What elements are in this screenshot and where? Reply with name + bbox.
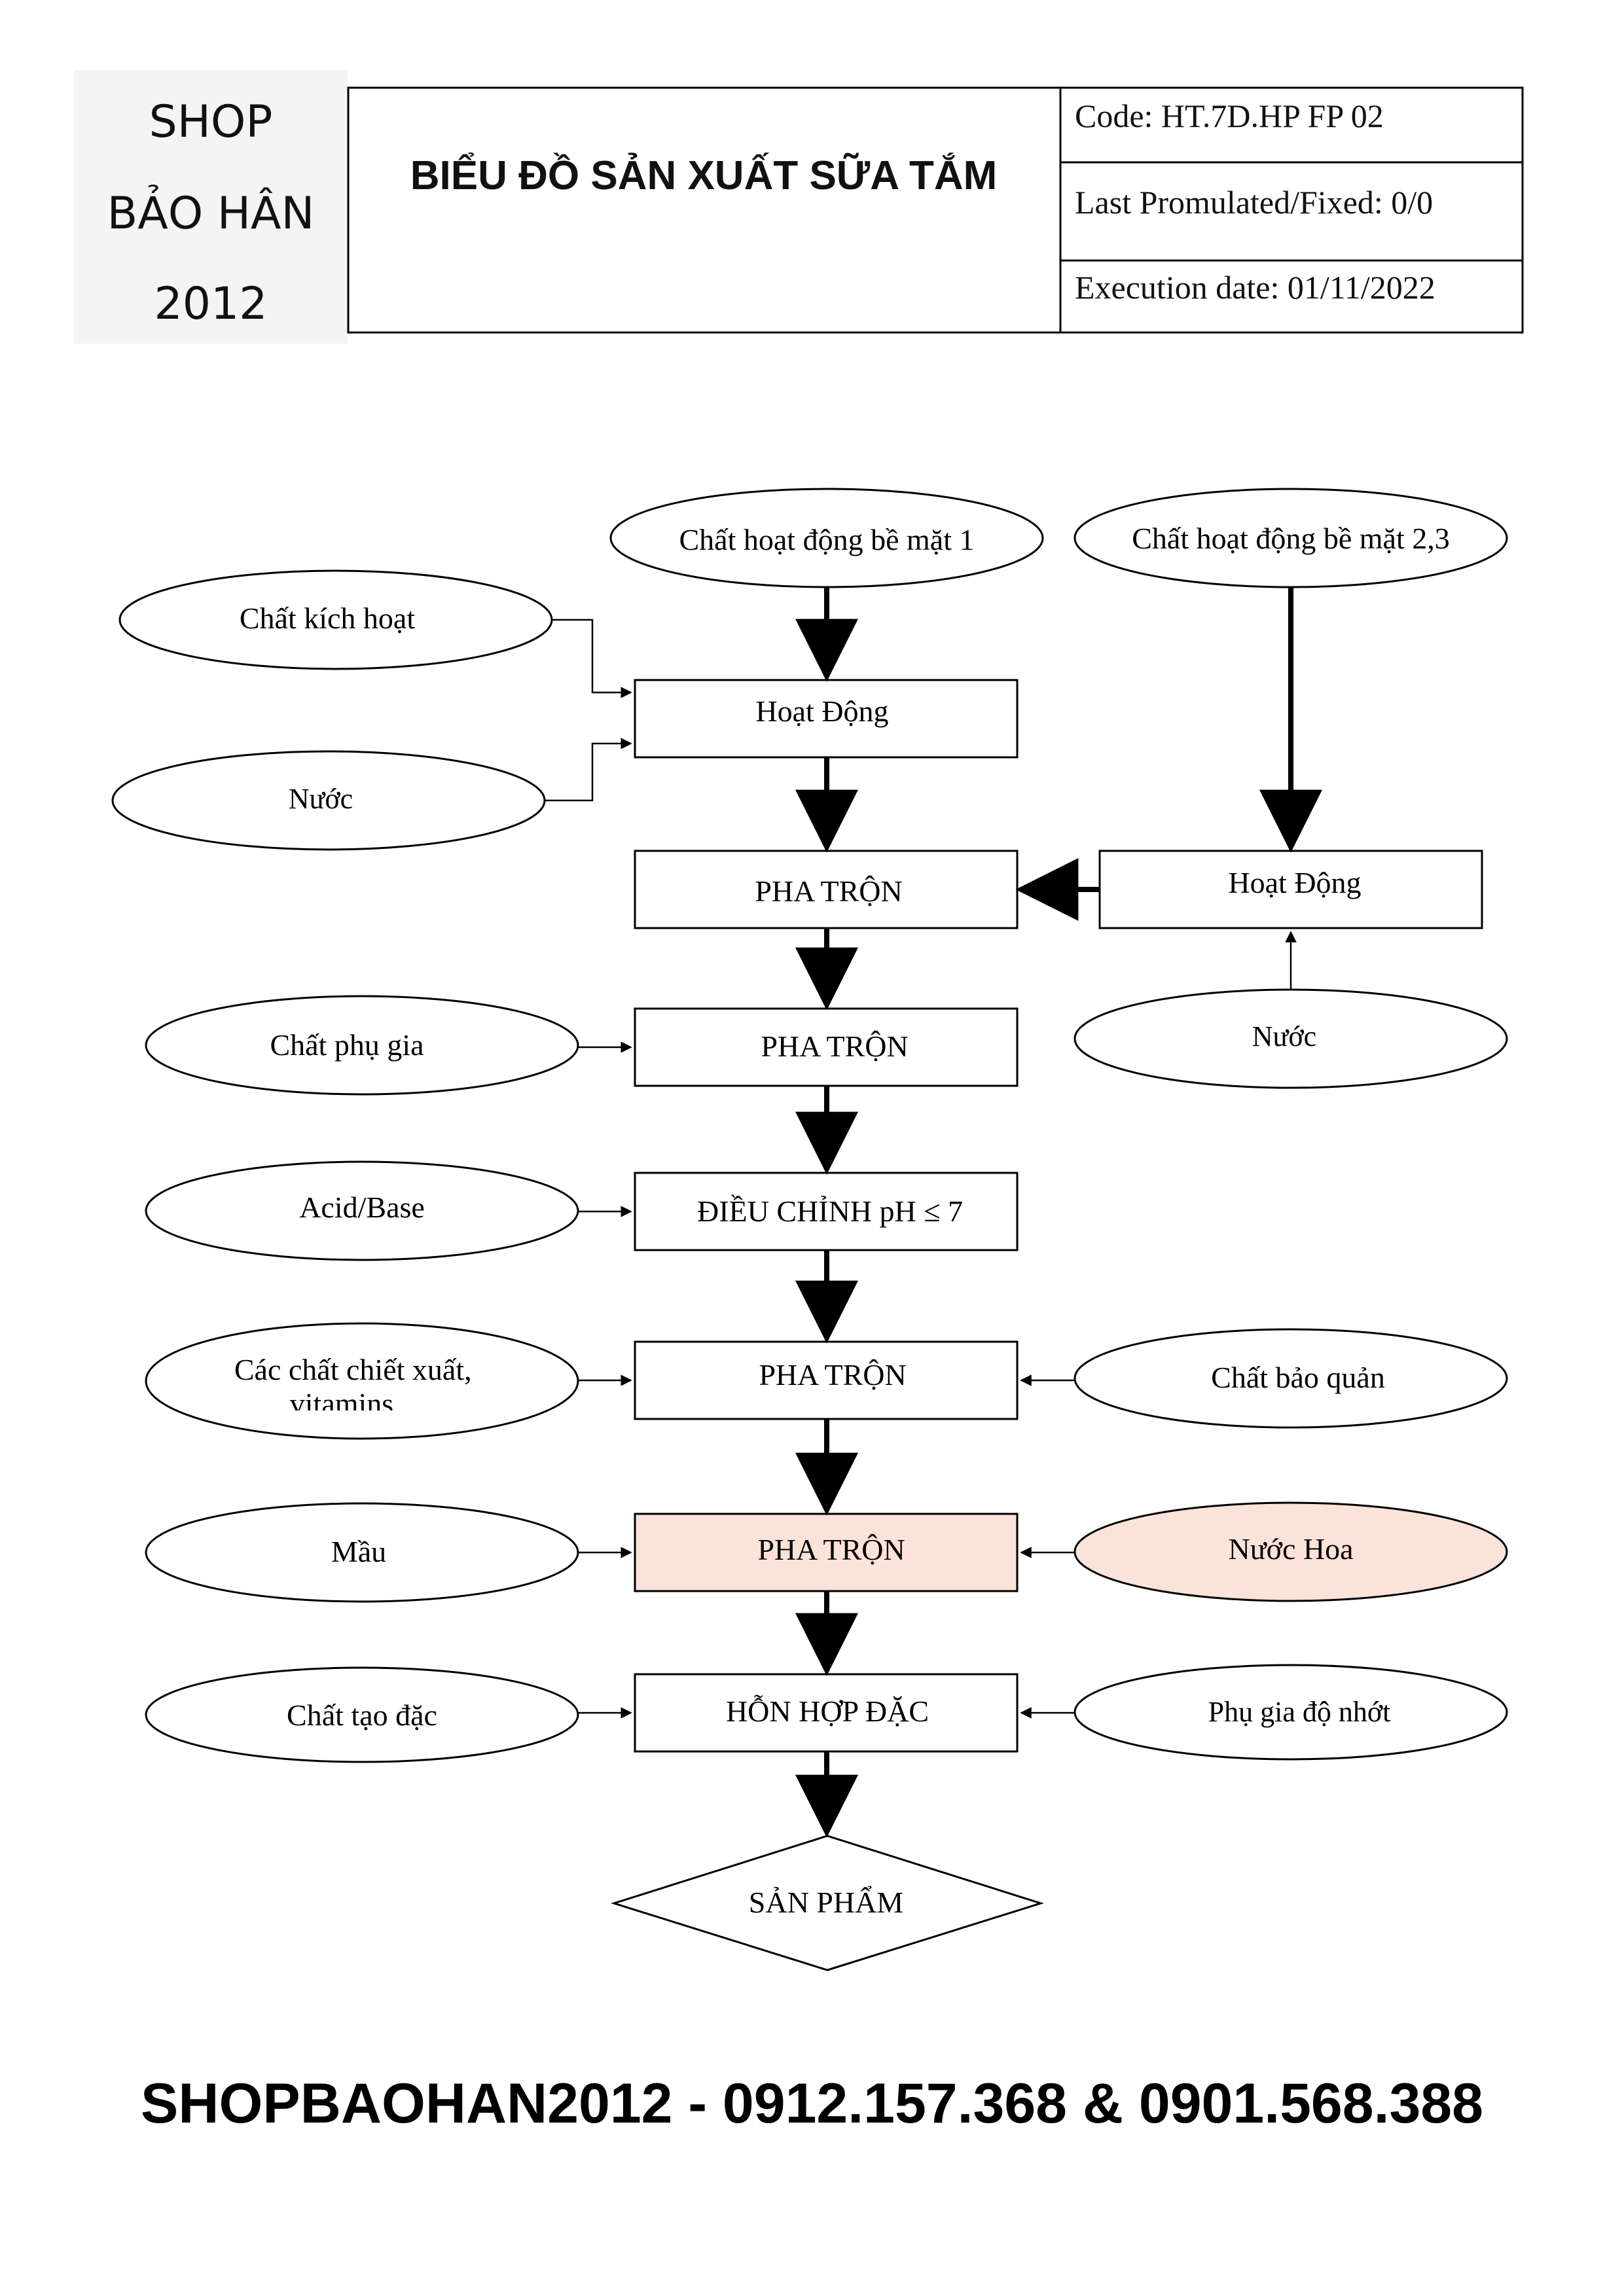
input-water-left: Nước [111, 750, 546, 851]
step-adjust-ph: ĐIỀU CHỈNH pH ≤ 7 [634, 1172, 1019, 1251]
header-table [347, 86, 1524, 334]
input-water-right-label: Nước [1252, 1020, 1316, 1052]
execution-date: Execution date: 01/11/2022 [1075, 269, 1435, 306]
input-color: Mầu [145, 1502, 579, 1603]
step-thick-mix-label: HỖN HỢP ĐẶC [726, 1694, 929, 1728]
input-surfactant-1-label: Chất hoạt động bề mặt 1 [679, 523, 975, 556]
footer-contact: SHOPBAOHAN2012 - 0912.157.368 & 0901.568… [141, 2072, 1483, 2135]
step-activate-main-label: Hoạt Động [755, 694, 888, 728]
document-code: Code: HT.7D.HP FP 02 [1075, 98, 1384, 134]
input-perfume: Nước Hoa [1074, 1501, 1508, 1602]
input-surfactant-1: Chất hoạt động bề mặt 1 [609, 488, 1044, 588]
input-preservative-label: Chất bảo quản [1211, 1361, 1385, 1394]
step-mix-3-label: PHA TRỘN [759, 1358, 906, 1391]
input-color-label: Mầu [331, 1535, 386, 1568]
input-surfactant-23-label: Chất hoạt động bề mặt 2,3 [1132, 522, 1449, 555]
input-preservative: Chất bảo quản [1074, 1328, 1508, 1429]
input-water-left-label: Nước [289, 783, 353, 815]
input-water-right: Nước [1074, 988, 1508, 1089]
step-mix-4-label: PHA TRỘN [757, 1533, 905, 1566]
input-viscosity-additive-label: Phụ gia độ nhớt [1208, 1696, 1391, 1728]
input-viscosity-additive: Phụ gia độ nhớt [1074, 1664, 1508, 1761]
step-mix-1: PHA TRỘN [634, 850, 1019, 929]
step-mix-1-label: PHA TRỘN [755, 874, 902, 908]
input-surfactant-23: Chất hoạt động bề mặt 2,3 [1074, 488, 1508, 588]
input-thickener: Chất tạo đặc [145, 1666, 579, 1763]
step-thick-mix: HỖN HỢP ĐẶC [634, 1673, 1019, 1753]
step-product: SẢN PHẨM [610, 1835, 1045, 1971]
input-extracts: Các chất chiết xuất, vitamins [145, 1322, 579, 1440]
last-promulgated: Last Promulated/Fixed: 0/0 [1075, 184, 1434, 221]
step-mix-3: PHA TRỘN [634, 1340, 1019, 1420]
step-mix-2-label: PHA TRỘN [761, 1030, 908, 1063]
input-thickener-label: Chất tạo đặc [287, 1698, 437, 1732]
document-title: BIỂU ĐỒ SẢN XUẤT SỮA TẮM [410, 153, 998, 198]
shop-logo: SHOP BẢO HÂN 2012 [74, 70, 348, 344]
input-additive-label: Chất phụ gia [270, 1028, 424, 1062]
step-adjust-ph-label: ĐIỀU CHỈNH pH ≤ 7 [697, 1194, 963, 1228]
logo-line-2: BẢO HÂN [107, 188, 315, 240]
production-flowchart: Chất hoạt động bề mặt 1 Chất hoạt động b… [111, 488, 1508, 1971]
input-acid-base: Acid/Base [145, 1160, 579, 1261]
input-extracts-label-line: vitamins [290, 1387, 393, 1420]
step-mix-4: PHA TRỘN [634, 1513, 1019, 1592]
step-activate-side-label: Hoạt Động [1228, 866, 1361, 899]
arrow-water-to-activate [545, 738, 632, 802]
step-mix-2: PHA TRỘN [634, 1007, 1019, 1087]
step-activate-side: Hoạt Động [1098, 850, 1483, 929]
input-additive: Chất phụ gia [145, 995, 579, 1096]
logo-line-3: 2012 [154, 278, 268, 330]
arrow-activator-to-activate [552, 619, 632, 698]
input-extracts-label-line: Các chất chiết xuất, [234, 1353, 472, 1386]
input-arrows [545, 619, 1297, 1719]
input-extracts-label: Các chất chiết xuất, vitamins [234, 1353, 479, 1420]
step-product-label: SẢN PHẨM [749, 1885, 903, 1919]
input-activator-label: Chất kích hoạt [240, 601, 415, 635]
step-activate-main: Hoạt Động [634, 679, 1019, 759]
main-flow-arrows [795, 587, 1322, 1838]
input-acid-base-label: Acid/Base [299, 1191, 425, 1224]
input-activator: Chất kích hoạt [118, 569, 553, 670]
logo-line-1: SHOP [149, 96, 273, 148]
input-perfume-label: Nước Hoa [1228, 1532, 1353, 1566]
